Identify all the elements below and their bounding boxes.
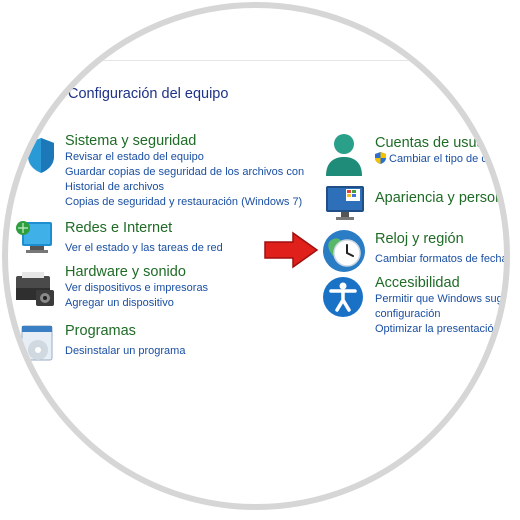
- category-title-sistema[interactable]: Sistema y seguridad: [65, 133, 197, 149]
- category-reloj-region: Reloj y región Cambiar formatos de fecha…: [375, 230, 510, 267]
- link-permitir-sugiera[interactable]: Permitir que Windows sugiera: [375, 293, 510, 305]
- link-configuracion[interactable]: configuración: [375, 308, 441, 320]
- category-title-redes[interactable]: Redes e Internet: [65, 220, 173, 236]
- link-dispositivos-impresoras[interactable]: Ver dispositivos e impresoras: [65, 282, 209, 294]
- link-cambiar-tipo-cuenta[interactable]: Cambiar el tipo de cue: [375, 152, 501, 167]
- user-icon: [326, 134, 362, 176]
- category-title-hardware[interactable]: Hardware y sonido: [65, 264, 186, 280]
- programs-icon: [21, 325, 53, 361]
- category-title-apariencia[interactable]: Apariencia y personali: [375, 190, 510, 206]
- category-title-reloj[interactable]: Reloj y región: [375, 231, 464, 247]
- circular-frame: Configuración del equipo Sistema y segur…: [2, 2, 510, 510]
- link-guardar-copias[interactable]: Guardar copias de seguridad de los archi…: [65, 166, 305, 178]
- category-accesibilidad: Accesibilidad Permitir que Windows sugie…: [375, 274, 510, 337]
- clock-globe-icon: [323, 230, 365, 272]
- printer-icon: [16, 272, 54, 306]
- shield-icon: [28, 138, 54, 173]
- link-revisar-estado[interactable]: Revisar el estado del equipo: [65, 151, 204, 163]
- category-apariencia: Apariencia y personali: [375, 189, 510, 207]
- red-arrow-icon: [264, 231, 319, 269]
- category-title-programas[interactable]: Programas: [65, 323, 136, 339]
- uac-shield-icon: [375, 152, 386, 164]
- category-sistema-seguridad: Sistema y seguridad Revisar el estado de…: [65, 132, 304, 210]
- accessibility-icon: [323, 277, 363, 317]
- category-programas: Programas Desinstalar un programa: [65, 322, 185, 359]
- page-title: Configuración del equipo: [68, 86, 229, 102]
- category-title-cuentas[interactable]: Cuentas de usuario: [375, 135, 501, 151]
- link-desinstalar[interactable]: Desinstalar un programa: [65, 345, 186, 357]
- category-cuentas: Cuentas de usuario Cambiar el tipo de cu…: [375, 134, 501, 167]
- link-estado-red[interactable]: Ver el estado y las tareas de red: [65, 242, 223, 254]
- category-title-accesibilidad[interactable]: Accesibilidad: [375, 275, 460, 291]
- link-copias-restauracion[interactable]: Copias de seguridad y restauración (Wind…: [65, 196, 303, 208]
- category-redes: Redes e Internet Ver el estado y las tar…: [65, 219, 223, 256]
- category-hardware: Hardware y sonido Ver dispositivos e imp…: [65, 263, 208, 311]
- network-icon: [16, 221, 52, 253]
- link-optimizar-presentacion[interactable]: Optimizar la presentación vis: [375, 323, 510, 335]
- link-historial[interactable]: Historial de archivos: [65, 181, 165, 193]
- link-agregar-dispositivo[interactable]: Agregar un dispositivo: [65, 297, 174, 309]
- appearance-icon: [326, 186, 364, 220]
- link-cambiar-formatos[interactable]: Cambiar formatos de fecha, ho: [375, 253, 510, 265]
- link-cambiar-tipo-label: Cambiar el tipo de cue: [389, 153, 500, 165]
- top-divider: [8, 60, 504, 61]
